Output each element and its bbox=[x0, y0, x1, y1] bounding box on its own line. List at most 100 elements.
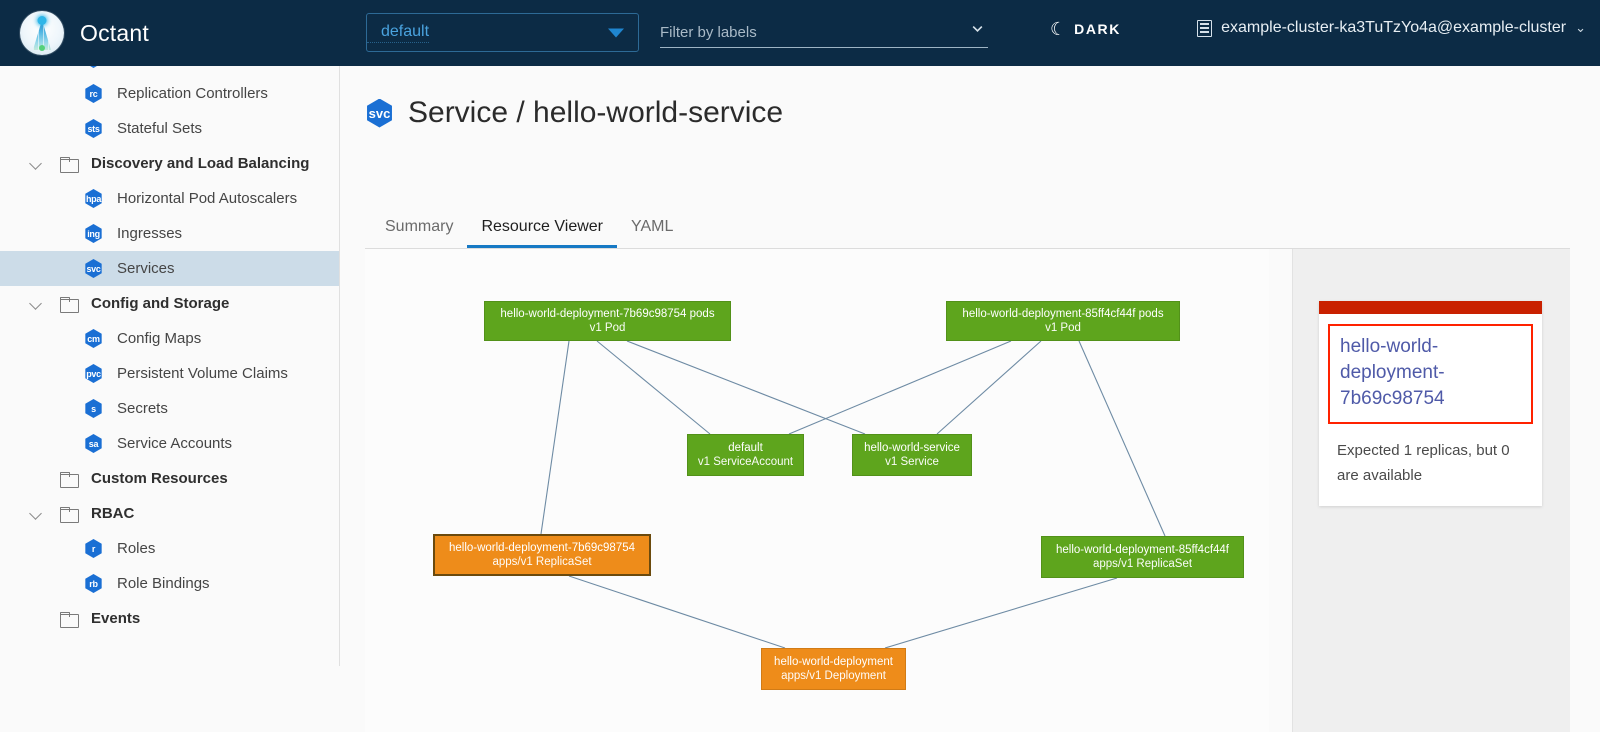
k8s-secret-icon: s bbox=[85, 399, 102, 418]
theme-toggle-dark[interactable]: ☾ DARK bbox=[1050, 20, 1121, 38]
k8s-ingress-icon: ing bbox=[85, 224, 102, 243]
sidebar-nav[interactable]: rs Replica Sets rc Replication Controlle… bbox=[0, 66, 340, 666]
sidebar-item-secrets[interactable]: s Secrets bbox=[0, 391, 339, 426]
tab-yaml[interactable]: YAML bbox=[631, 218, 674, 235]
tab-summary[interactable]: Summary bbox=[385, 218, 454, 235]
alert-title-box[interactable]: hello-world-deployment-7b69c98754 bbox=[1328, 324, 1533, 424]
sidebar-group-config-and-storage[interactable]: Config and Storage bbox=[0, 286, 339, 321]
folder-icon bbox=[60, 156, 79, 173]
folder-icon bbox=[60, 611, 79, 628]
sidebar-item-replication-controllers[interactable]: rc Replication Controllers bbox=[0, 76, 339, 111]
sidebar-item-label: Stateful Sets bbox=[117, 120, 203, 137]
edge-pod7b69-replicaset7b69 bbox=[540, 340, 570, 535]
sidebar-item-replica-sets[interactable]: rs Replica Sets bbox=[0, 66, 339, 76]
cluster-name: example-cluster-ka3TuTzYo4a@example-clus… bbox=[1221, 19, 1567, 36]
cluster-picker[interactable]: example-cluster-ka3TuTzYo4a@example-clus… bbox=[1197, 19, 1586, 37]
details-panel: hello-world-deployment-7b69c98754 Expect… bbox=[1292, 249, 1570, 732]
alert-card: hello-world-deployment-7b69c98754 Expect… bbox=[1319, 301, 1542, 506]
label-filter-placeholder: Filter by labels bbox=[660, 24, 757, 41]
namespace-select[interactable]: default bbox=[366, 13, 639, 52]
sidebar-group-label: Custom Resources bbox=[91, 470, 228, 487]
sidebar-group-label: RBAC bbox=[91, 505, 135, 522]
node-label-line1: default bbox=[728, 442, 763, 454]
namespace-value: default bbox=[367, 22, 430, 43]
sidebar-item-roles[interactable]: r Roles bbox=[0, 531, 339, 566]
node-label-line2: apps/v1 Deployment bbox=[781, 670, 886, 682]
theme-toggle-label: DARK bbox=[1074, 21, 1121, 37]
k8s-pvc-icon: pvc bbox=[85, 364, 102, 383]
graph-node-serviceaccount-default[interactable]: default v1 ServiceAccount bbox=[687, 434, 804, 476]
graph-node-pod-7b69c98754[interactable]: hello-world-deployment-7b69c98754 pods v… bbox=[484, 301, 731, 341]
chevron-down-icon bbox=[30, 297, 44, 311]
sidebar-item-label: Ingresses bbox=[117, 225, 183, 242]
sidebar-group-custom-resources[interactable]: Custom Resources bbox=[0, 461, 339, 496]
node-label-line1: hello-world-deployment bbox=[774, 656, 893, 668]
sidebar-item-persistent-volume-claims[interactable]: pvc Persistent Volume Claims bbox=[0, 356, 339, 391]
k8s-service-icon: svc bbox=[85, 259, 102, 278]
edge-replicaset85ff-deployment bbox=[884, 577, 1118, 649]
sidebar-group-events[interactable]: Events bbox=[0, 601, 339, 636]
sidebar-item-label: Role Bindings bbox=[117, 575, 210, 592]
sidebar-item-stateful-sets[interactable]: sts Stateful Sets bbox=[0, 111, 339, 146]
k8s-service-icon: svc bbox=[367, 98, 392, 128]
sidebar-group-rbac[interactable]: RBAC bbox=[0, 496, 339, 531]
edge-pod7b69-service bbox=[626, 340, 866, 435]
k8s-rolebinding-icon: rb bbox=[85, 574, 102, 593]
k8s-replicaset-icon: rs bbox=[85, 66, 102, 68]
page-title-text: Service / hello-world-service bbox=[408, 96, 784, 129]
sidebar-item-ingresses[interactable]: ing Ingresses bbox=[0, 216, 339, 251]
sidebar-item-services[interactable]: svc Services bbox=[0, 251, 339, 286]
sidebar-item-label: Config Maps bbox=[117, 330, 202, 347]
sidebar-item-label: Services bbox=[117, 260, 175, 277]
node-label-line1: hello-world-deployment-7b69c98754 pods bbox=[500, 308, 715, 320]
graph-node-replicaset-7b69c98754[interactable]: hello-world-deployment-7b69c98754 apps/v… bbox=[433, 534, 651, 576]
resource-graph[interactable]: hello-world-deployment-7b69c98754 pods v… bbox=[365, 249, 1269, 732]
k8s-serviceaccount-icon: sa bbox=[85, 434, 102, 453]
sidebar-item-config-maps[interactable]: cm Config Maps bbox=[0, 321, 339, 356]
node-label-line1: hello-world-deployment-85ff4cf44f bbox=[1055, 544, 1230, 556]
graph-node-replicaset-85ff4cf44f[interactable]: hello-world-deployment-85ff4cf44f apps/v… bbox=[1041, 536, 1244, 578]
moon-icon: ☾ bbox=[1050, 19, 1067, 39]
folder-icon bbox=[60, 296, 79, 313]
edge-pod85ff-serviceaccount bbox=[788, 340, 1012, 435]
sidebar-item-label: Replica Sets bbox=[117, 66, 201, 67]
brand-name: Octant bbox=[80, 19, 149, 46]
node-label-line2: v1 Service bbox=[885, 456, 939, 468]
chevron-down-icon bbox=[608, 28, 624, 37]
tab-bar[interactable]: Summary Resource Viewer YAML bbox=[365, 214, 1600, 249]
sidebar-group-label: Events bbox=[91, 610, 141, 627]
alert-resource-link[interactable]: hello-world-deployment-7b69c98754 bbox=[1340, 336, 1445, 409]
node-label-line2: apps/v1 ReplicaSet bbox=[1092, 558, 1193, 570]
chevron-down-icon: ⌄ bbox=[1575, 20, 1586, 35]
brand[interactable]: Octant bbox=[0, 0, 149, 66]
octant-logo-icon bbox=[20, 11, 64, 55]
edge-pod85ff-service bbox=[936, 340, 1042, 435]
node-label-line2: apps/v1 ReplicaSet bbox=[492, 556, 592, 568]
folder-icon bbox=[60, 471, 79, 488]
graph-node-service-hello-world-service[interactable]: hello-world-service v1 Service bbox=[852, 434, 972, 476]
tab-bar-divider bbox=[365, 248, 1570, 249]
sidebar-group-label: Config and Storage bbox=[91, 295, 230, 312]
graph-node-pod-85ff4cf44f[interactable]: hello-world-deployment-85ff4cf44f pods v… bbox=[946, 301, 1180, 341]
cluster-icon bbox=[1197, 19, 1213, 37]
sidebar-item-label: Roles bbox=[117, 540, 156, 557]
alert-status-bar bbox=[1319, 301, 1542, 314]
graph-edges bbox=[540, 340, 1166, 649]
label-filter-input[interactable]: Filter by labels bbox=[660, 18, 988, 48]
chevron-down-icon bbox=[972, 25, 983, 33]
sidebar-item-service-accounts[interactable]: sa Service Accounts bbox=[0, 426, 339, 461]
tab-resource-viewer[interactable]: Resource Viewer bbox=[467, 214, 617, 248]
chevron-down-icon bbox=[30, 507, 44, 521]
graph-node-deployment-hello-world[interactable]: hello-world-deployment apps/v1 Deploymen… bbox=[761, 648, 906, 690]
sidebar-item-label: Replication Controllers bbox=[117, 85, 268, 102]
k8s-configmap-icon: cm bbox=[85, 329, 102, 348]
k8s-role-icon: r bbox=[85, 539, 102, 558]
edge-replicaset7b69-deployment bbox=[568, 575, 786, 649]
node-label-line1: hello-world-service bbox=[864, 442, 960, 454]
sidebar-item-label: Secrets bbox=[117, 400, 168, 417]
sidebar-item-horizontal-pod-autoscalers[interactable]: hpa Horizontal Pod Autoscalers bbox=[0, 181, 339, 216]
chevron-down-icon bbox=[30, 157, 44, 171]
sidebar-group-discovery-and-load-balancing[interactable]: Discovery and Load Balancing bbox=[0, 146, 339, 181]
sidebar-item-role-bindings[interactable]: rb Role Bindings bbox=[0, 566, 339, 601]
k8s-statefulset-icon: sts bbox=[85, 119, 102, 138]
